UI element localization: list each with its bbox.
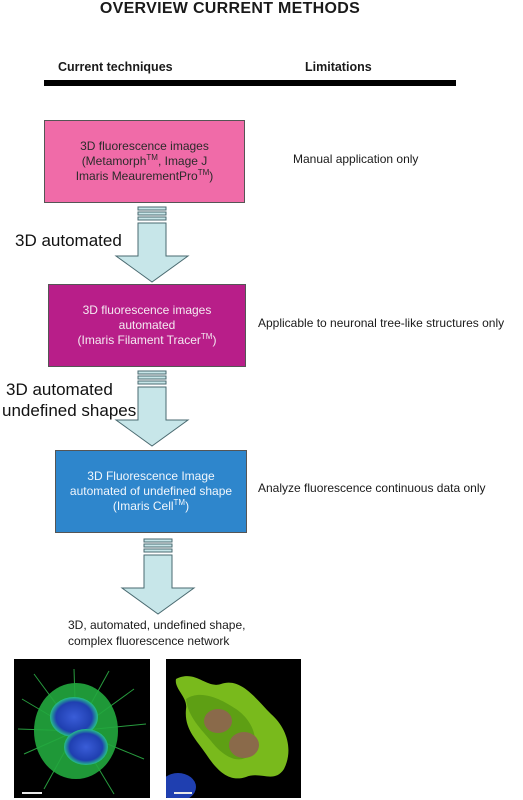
technique-box-2: 3D fluorescence images automated (Imaris… — [48, 284, 246, 367]
microscopy-image-2 — [166, 659, 301, 798]
limitation-3: Analyze fluorescence continuous data onl… — [258, 481, 486, 495]
down-arrow-2 — [114, 370, 190, 447]
technique-2-line-3: (Imaris Filament TracerTM) — [77, 332, 217, 348]
technique-3-line-2: automated of undefined shape — [69, 484, 233, 498]
limitation-1: Manual application only — [293, 152, 419, 166]
technique-3-line-3: (Imaris CellTM) — [112, 498, 190, 514]
transition-label-1: 3D automated — [15, 231, 122, 250]
scale-bar-1 — [22, 792, 42, 794]
scale-bar-2 — [174, 792, 192, 794]
column-header-limitations: Limitations — [305, 60, 372, 74]
technique-1-line-2: (MetamorphTM, Image J — [81, 153, 208, 169]
technique-2-line-1: 3D fluorescence images — [82, 303, 212, 317]
technique-1-line-1: 3D fluorescence images — [80, 139, 209, 153]
page-title: OVERVIEW CURRENT METHODS — [99, 0, 361, 17]
down-arrow-3 — [120, 538, 196, 615]
limitation-2: Applicable to neuronal tree-like structu… — [258, 316, 505, 330]
technique-1-line-3: Imaris MeaurementProTM) — [75, 168, 214, 184]
column-header-techniques: Current techniques — [58, 60, 173, 74]
technique-2-line-2: automated — [118, 318, 176, 332]
down-arrow-1 — [114, 206, 190, 283]
technique-box-3: 3D Fluorescence Image automated of undef… — [55, 450, 247, 533]
microscopy-image-1 — [14, 659, 150, 798]
header-divider — [44, 80, 456, 86]
technique-3-line-1: 3D Fluorescence Image — [87, 469, 215, 483]
final-caption: 3D, automated, undefined shape, complex … — [68, 618, 246, 648]
technique-box-1: 3D fluorescence images (MetamorphTM, Ima… — [44, 120, 245, 203]
transition-label-2: 3D automated undefined shapes — [2, 380, 137, 420]
